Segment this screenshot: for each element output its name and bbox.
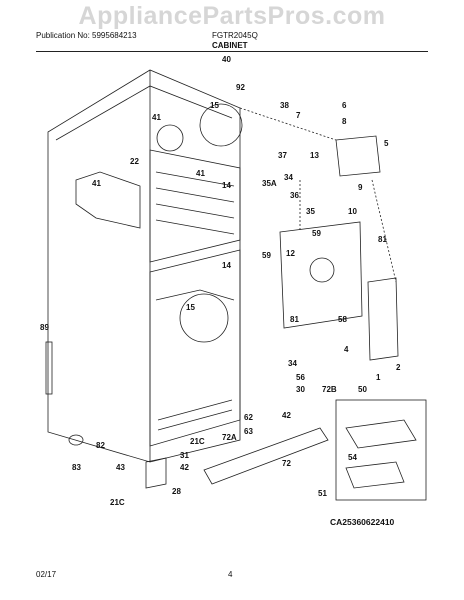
side-rail-89: [45, 341, 53, 395]
dispenser-panel-1: [367, 277, 399, 361]
side-panel-41: [75, 171, 141, 229]
fresh-food-liner: [155, 289, 235, 301]
base-grille-72: [203, 427, 329, 485]
callout-72b: 72B: [322, 385, 337, 394]
callout-31: 31: [180, 451, 189, 460]
callout-59a: 59: [312, 229, 321, 238]
callout-14b: 14: [222, 261, 231, 270]
detail-circle-bottom: [179, 293, 229, 343]
callout-21cb: 21C: [110, 498, 125, 507]
callout-36: 36: [290, 191, 299, 200]
heater-51: [345, 461, 405, 489]
callout-15b: 15: [186, 303, 195, 312]
drain-pan-box-50: [335, 399, 427, 501]
callout-34a: 34: [284, 173, 293, 182]
model-number: FGTR2045Q: [212, 31, 258, 40]
callout-21ca: 21C: [190, 437, 205, 446]
crisper-line-2: [157, 409, 233, 431]
callout-56: 56: [296, 373, 305, 382]
cabinet-top-inner: [55, 85, 233, 141]
callout-14a: 14: [222, 181, 231, 190]
publication-number: Publication No: 5995684213: [36, 31, 137, 40]
cabinet-outline: [47, 69, 241, 463]
callout-10: 10: [348, 207, 357, 216]
section-title: CABINET: [212, 41, 248, 50]
callout-37: 37: [278, 151, 287, 160]
callout-54: 54: [348, 453, 357, 462]
freezer-shelf-1: [155, 171, 235, 187]
callout-41a: 41: [152, 113, 161, 122]
callout-43: 43: [116, 463, 125, 472]
callout-92: 92: [236, 83, 245, 92]
freezer-shelf-2: [155, 187, 235, 203]
callout-1: 1: [376, 373, 381, 382]
bracket-43: [145, 457, 167, 489]
freezer-shelf-3: [155, 203, 235, 219]
callout-38: 38: [280, 101, 289, 110]
callout-9: 9: [358, 183, 363, 192]
callout-4: 4: [344, 345, 349, 354]
detail-circle-41: [156, 124, 184, 152]
callout-7: 7: [296, 111, 301, 120]
fresh-food-compartment: [149, 249, 241, 447]
callout-83: 83: [72, 463, 81, 472]
freezer-shelf-4: [155, 219, 235, 235]
control-panel-10: [279, 221, 363, 329]
callout-58: 58: [338, 315, 347, 324]
callout-42b: 42: [180, 463, 189, 472]
callout-6: 6: [342, 101, 347, 110]
callout-81b: 81: [290, 315, 299, 324]
watermark-text: AppliancePartsPros.com: [78, 2, 386, 30]
callout-8: 8: [342, 117, 347, 126]
callout-12: 12: [286, 249, 295, 258]
leader-to-icemaker: [239, 107, 337, 141]
callout-42a: 42: [282, 411, 291, 420]
callout-35: 35: [306, 207, 315, 216]
callout-62: 62: [244, 413, 253, 422]
callout-2: 2: [396, 363, 401, 372]
callout-81a: 81: [378, 235, 387, 244]
drain-pan-54: [345, 419, 417, 449]
callout-40: 40: [222, 55, 231, 64]
callout-22: 22: [130, 157, 139, 166]
callout-89: 89: [40, 323, 49, 332]
thermostat-dial: [309, 257, 335, 283]
callout-5: 5: [384, 139, 389, 148]
callout-51: 51: [318, 489, 327, 498]
callout-63: 63: [244, 427, 253, 436]
callout-41c: 41: [92, 179, 101, 188]
callout-35a: 35A: [262, 179, 277, 188]
footer-date: 02/17: [36, 570, 57, 579]
callout-50: 50: [358, 385, 367, 394]
page-number: 4: [228, 570, 233, 579]
callout-72: 72: [282, 459, 291, 468]
callout-30: 30: [296, 385, 305, 394]
crisper-line: [157, 399, 233, 421]
freezer-compartment: [149, 149, 241, 263]
callout-82: 82: [96, 441, 105, 450]
callout-41b: 41: [196, 169, 205, 178]
callout-15a: 15: [210, 101, 219, 110]
callout-59b: 59: [262, 251, 271, 260]
leveling-leg-82: [68, 434, 84, 446]
drawing-code: CA25360622410: [330, 517, 395, 527]
callout-28: 28: [172, 487, 181, 496]
detail-circle-top: [199, 103, 243, 147]
icemaker-assembly-9: [335, 135, 381, 177]
callout-72a: 72A: [222, 433, 237, 442]
header-rule: [36, 51, 428, 52]
callout-13: 13: [310, 151, 319, 160]
callout-34b: 34: [288, 359, 297, 368]
leader-to-dispenser: [371, 179, 397, 283]
